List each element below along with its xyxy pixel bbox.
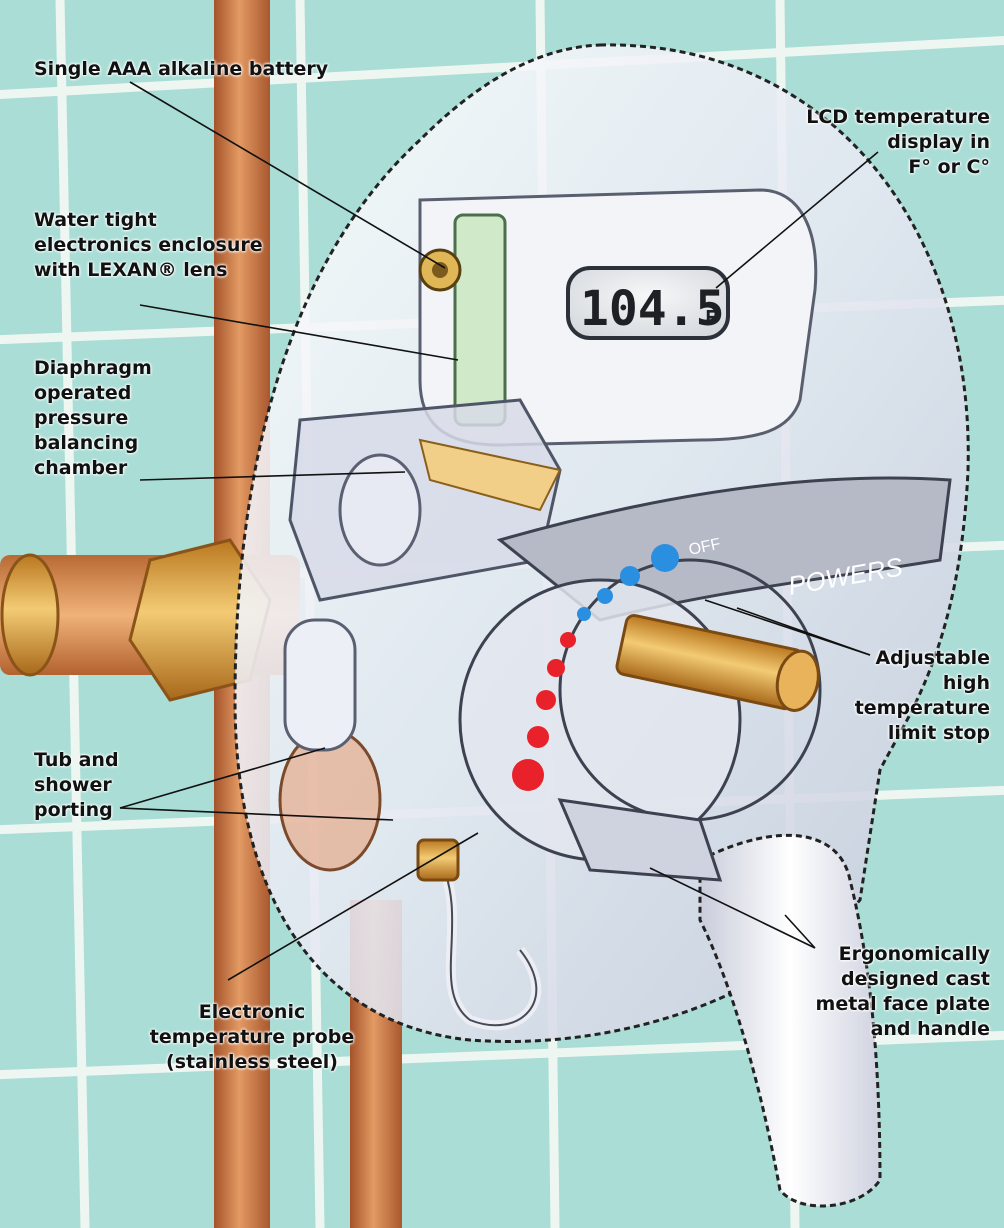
battery-compartment [455,215,505,425]
label-probe: Electronic temperature probe (stainless … [102,1000,402,1075]
label-limit-stop: Adjustable high temperature limit stop [855,646,990,746]
lcd-unit: F [705,306,717,330]
label-enclosure: Water tight electronics enclosure with L… [34,208,263,283]
label-tub-porting: Tub and shower porting [34,748,119,823]
label-face-plate: Ergonomically designed cast metal face p… [816,942,990,1042]
label-battery: Single AAA alkaline battery [34,57,328,82]
label-diaphragm: Diaphragm operated pressure balancing ch… [34,356,152,481]
label-lcd-display: LCD temperature display in F° or C° [806,105,990,180]
lcd-reading: 104.5 [580,281,725,337]
